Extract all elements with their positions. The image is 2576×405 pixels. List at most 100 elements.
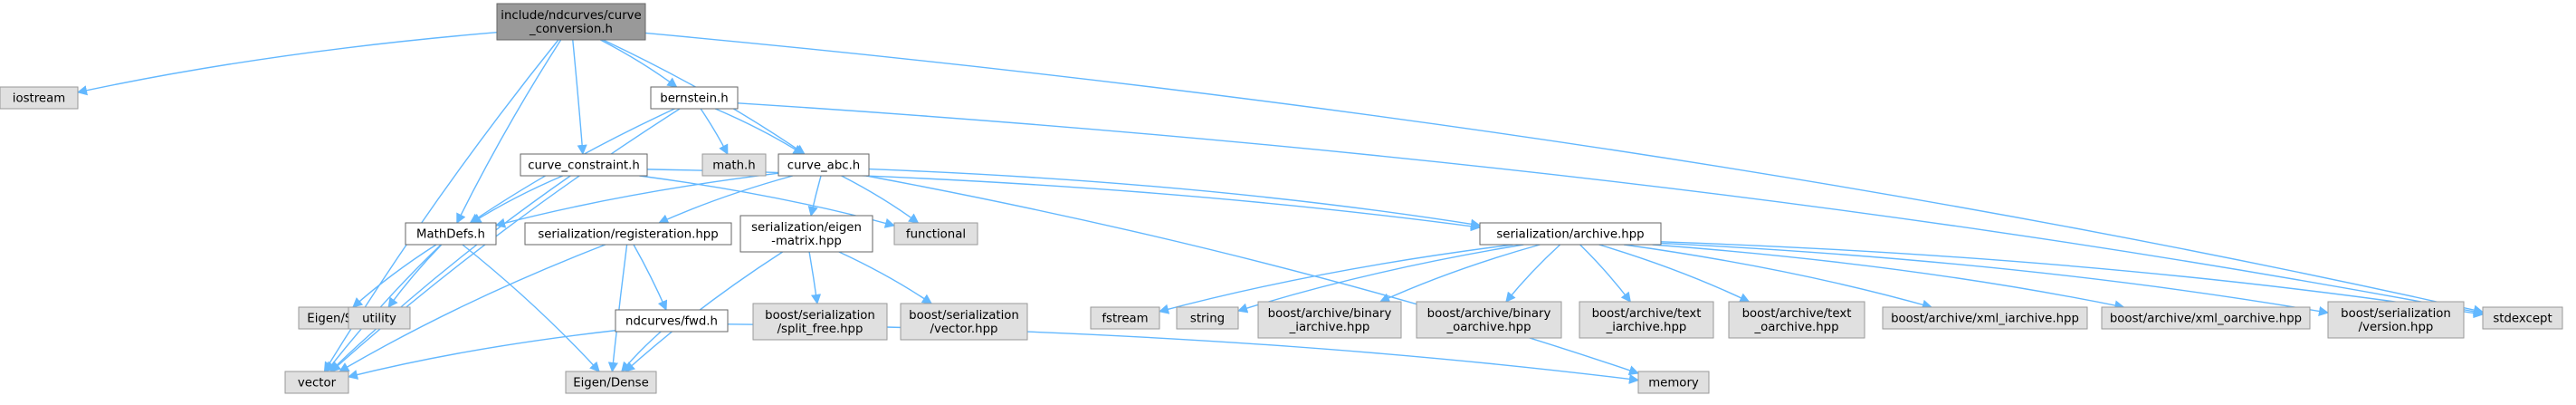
edge-fwd-to-vector (347, 330, 616, 380)
node-eigen-matrix[interactable]: serialization/eigen-matrix.hpp (739, 215, 873, 253)
edge-registeration-to-fwd (633, 244, 668, 312)
node-fwd[interactable]: ndcurves/fwd.h (615, 309, 729, 333)
node-label: /version.hpp (2359, 321, 2434, 334)
node-box (405, 222, 497, 246)
node-box (701, 153, 767, 177)
node-label: memory (1648, 377, 1699, 391)
node-box (893, 222, 978, 246)
node-root[interactable]: include/ndcurves/curve_conversion.h (496, 3, 646, 41)
node-xml-iarchive: boost/archive/xml_iarchive.hpp (1882, 306, 2088, 330)
node-box (650, 86, 739, 110)
node-registeration[interactable]: serialization/registeration.hpp (524, 222, 732, 246)
edge-archive-to-fstream (1158, 244, 1513, 314)
node-bernstein[interactable]: bernstein.h (650, 86, 739, 110)
node-text-iarchive: boost/archive/text_iarchive.hpp (1579, 301, 1714, 339)
node-box (1479, 222, 1662, 246)
node-label: string (1190, 313, 1225, 326)
node-xml-oarchive: boost/archive/xml_oarchive.hpp (2101, 306, 2311, 330)
node-box (1416, 301, 1562, 339)
edges-layer (76, 32, 2485, 384)
edge-archive-to-xml_oarchive (1652, 244, 2125, 311)
node-curve-abc[interactable]: curve_abc.h (778, 153, 870, 177)
node-box (520, 153, 648, 177)
node-box (1637, 371, 1710, 394)
node-label: _oarchive.hpp (1445, 321, 1531, 334)
node-split-free: boost/serialization/split_free.hpp (752, 303, 888, 341)
edge-archive-to-text_iarchive (1579, 244, 1631, 303)
node-box (752, 303, 888, 341)
node-label: utility (362, 313, 396, 326)
edge-curve_abc-to-mathdefs (494, 172, 779, 228)
edge-archive-to-xml_iarchive (1624, 244, 1932, 310)
node-box (900, 303, 1028, 341)
node-fstream: fstream (1090, 306, 1160, 330)
node-label: _conversion.h (529, 23, 613, 36)
node-label: boost/serialization (765, 309, 875, 323)
node-label: -matrix.hpp (771, 235, 842, 248)
node-archive[interactable]: serialization/archive.hpp (1479, 222, 1662, 246)
node-box (1090, 306, 1160, 330)
node-box (0, 86, 79, 110)
node-vector-hpp: boost/serialization/vector.hpp (900, 303, 1028, 341)
edge-archive-to-version (1660, 242, 2330, 317)
node-label: /vector.hpp (930, 323, 998, 336)
node-box (1882, 306, 2088, 330)
node-label: curve_constraint.h (528, 159, 640, 173)
node-memory: memory (1637, 371, 1710, 394)
node-version: boost/serialization/version.hpp (2327, 301, 2465, 339)
node-label: boost/serialization (2341, 307, 2451, 321)
edge-root-to-curve_constraint (572, 39, 587, 156)
node-label: bernstein.h (660, 92, 728, 106)
edge-root-to-stdexcept (644, 32, 2485, 315)
node-label: ndcurves/fwd.h (625, 315, 718, 329)
node-box (496, 3, 646, 41)
edge-eigen_matrix-to-split_free (808, 251, 822, 305)
edge-curve_constraint-to-vector (329, 175, 571, 372)
edge-root-to-bernstein (600, 39, 678, 88)
edge-archive-to-stdexcept (1660, 241, 2485, 319)
node-box (1579, 301, 1714, 339)
node-label: _iarchive.hpp (1606, 321, 1687, 334)
node-label: serialization/eigen (751, 221, 862, 235)
edge-bernstein-to-math (700, 108, 729, 155)
node-mathdefs[interactable]: MathDefs.h (405, 222, 497, 246)
node-box (1728, 301, 1865, 339)
node-label: serialization/archive.hpp (1496, 228, 1644, 242)
edge-bernstein-to-vector (330, 108, 681, 372)
node-label: fstream (1102, 313, 1148, 326)
edge-root-to-mathdefs (456, 39, 562, 225)
node-label: boost/archive/xml_iarchive.hpp (1891, 313, 2079, 326)
node-label: vector (298, 377, 337, 391)
edge-curve_abc-to-eigen_matrix (807, 175, 822, 217)
node-box (1257, 301, 1402, 339)
node-label: math.h (712, 159, 755, 173)
edge-archive-to-text_oarchive (1598, 244, 1751, 303)
node-box (1176, 306, 1239, 330)
node-utility: utility (348, 306, 411, 330)
node-label: boost/serialization (909, 309, 1019, 323)
node-math: math.h (701, 153, 767, 177)
node-stdexcept: stdexcept (2482, 306, 2563, 330)
edge-archive-to-string (1236, 244, 1524, 313)
node-box (284, 371, 349, 394)
nodes-layer: include/ndcurves/curve_conversion.hiostr… (0, 3, 2563, 394)
node-box (615, 309, 729, 333)
edge-archive-to-bin_oarchive (1505, 244, 1561, 303)
node-label: boost/archive/text (1592, 307, 1702, 321)
edge-curve_abc-to-functional (841, 175, 920, 224)
edge-mathdefs-to-vector (326, 244, 442, 372)
node-box (524, 222, 732, 246)
node-text-oarchive: boost/archive/text_oarchive.hpp (1728, 301, 1865, 339)
edge-bernstein-to-curve_abc (714, 108, 804, 155)
node-box (348, 306, 411, 330)
edge-mathdefs-to-utility (387, 244, 443, 308)
edge-curve_abc-to-memory (865, 175, 1640, 376)
node-label: Eigen/Dense (573, 377, 649, 391)
node-curve-constraint[interactable]: curve_constraint.h (520, 153, 648, 177)
node-box (565, 371, 657, 394)
edge-eigen_matrix-to-vector_hpp (838, 251, 933, 304)
node-label: include/ndcurves/curve (501, 9, 641, 23)
edge-curve_abc-to-archive (868, 168, 1482, 229)
node-string: string (1176, 306, 1239, 330)
